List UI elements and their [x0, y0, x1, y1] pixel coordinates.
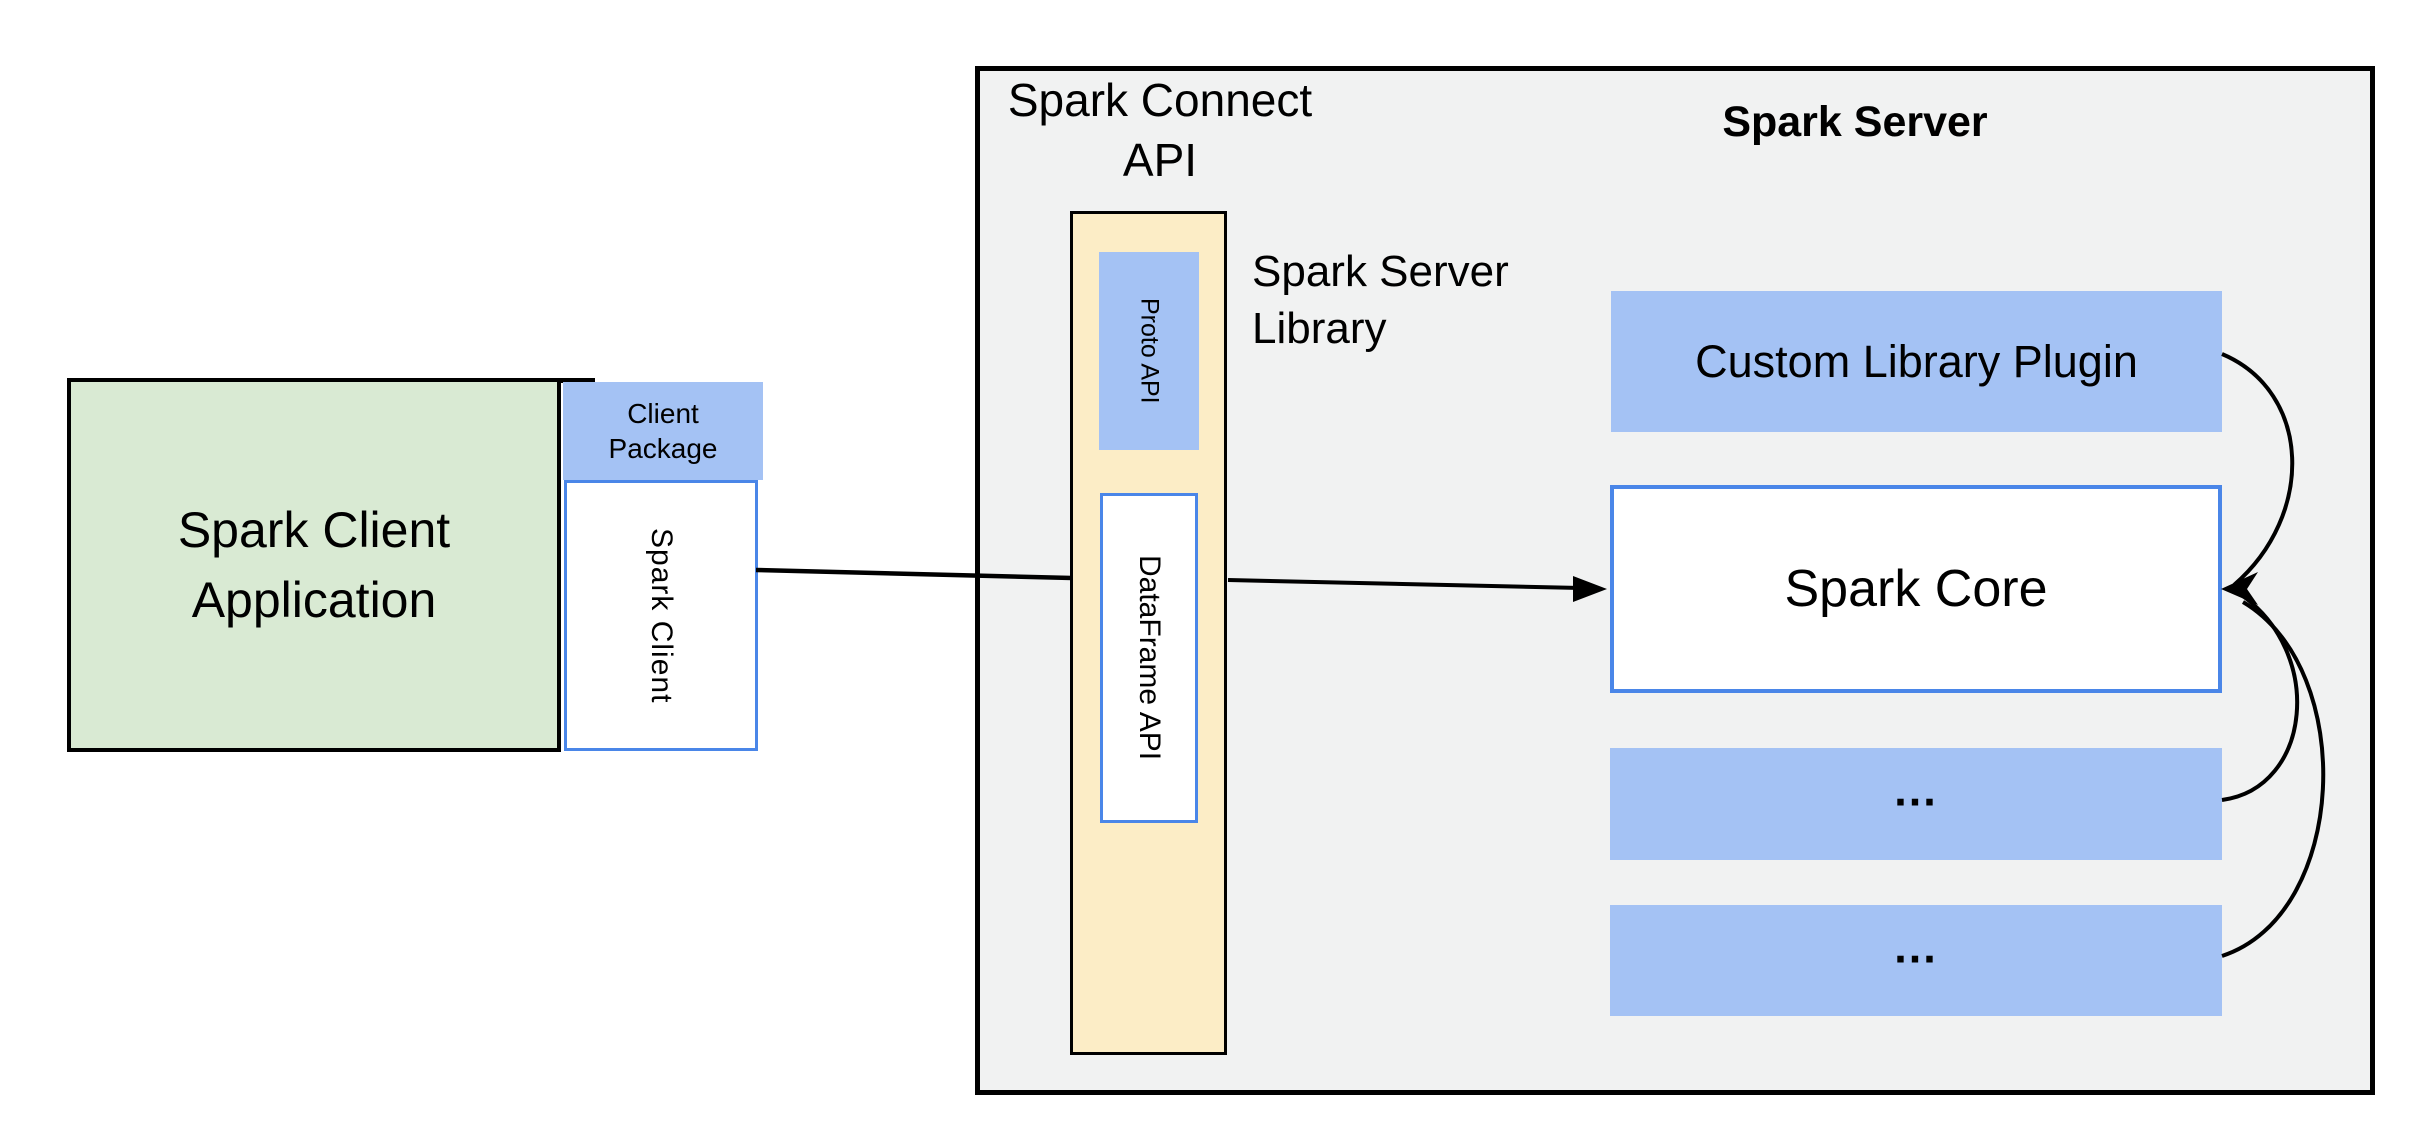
ellipsis-bottom-label: ... [1894, 921, 1938, 972]
ellipsis-top-label: ... [1894, 764, 1938, 816]
custom-library-plugin-box: Custom Library Plugin [1611, 291, 2222, 432]
plugin-placeholder-box-bottom: ... [1610, 905, 2222, 1016]
client-package-label: Client Package [608, 398, 718, 464]
spark-client-application-box: Spark Client Application [67, 378, 561, 752]
plugin-placeholder-box-top: ... [1610, 748, 2222, 860]
spark-core-label: Spark Core [1784, 560, 2048, 618]
proto-api-label: Proto API [1135, 298, 1164, 404]
dataframe-api-box: DataFrame API [1100, 493, 1198, 823]
spark-client-label: Spark Client [645, 527, 678, 704]
spark-server-title: Spark Server [1722, 98, 1988, 146]
spark-core-box: Spark Core [1610, 485, 2222, 693]
spark-client-box: Spark Client [564, 480, 758, 751]
spark-client-application-label: Spark Client Application [177, 502, 451, 628]
custom-library-plugin-label: Custom Library Plugin [1695, 335, 2138, 387]
dataframe-api-label: DataFrame API [1133, 555, 1166, 761]
client-box-top-border-extension [561, 378, 595, 383]
spark-connect-api-title: Spark Connect API [1007, 74, 1313, 186]
proto-api-box: Proto API [1099, 252, 1199, 450]
spark-server-library-label: Spark Server Library [1252, 247, 1509, 353]
client-package-box: Client Package [563, 382, 763, 480]
